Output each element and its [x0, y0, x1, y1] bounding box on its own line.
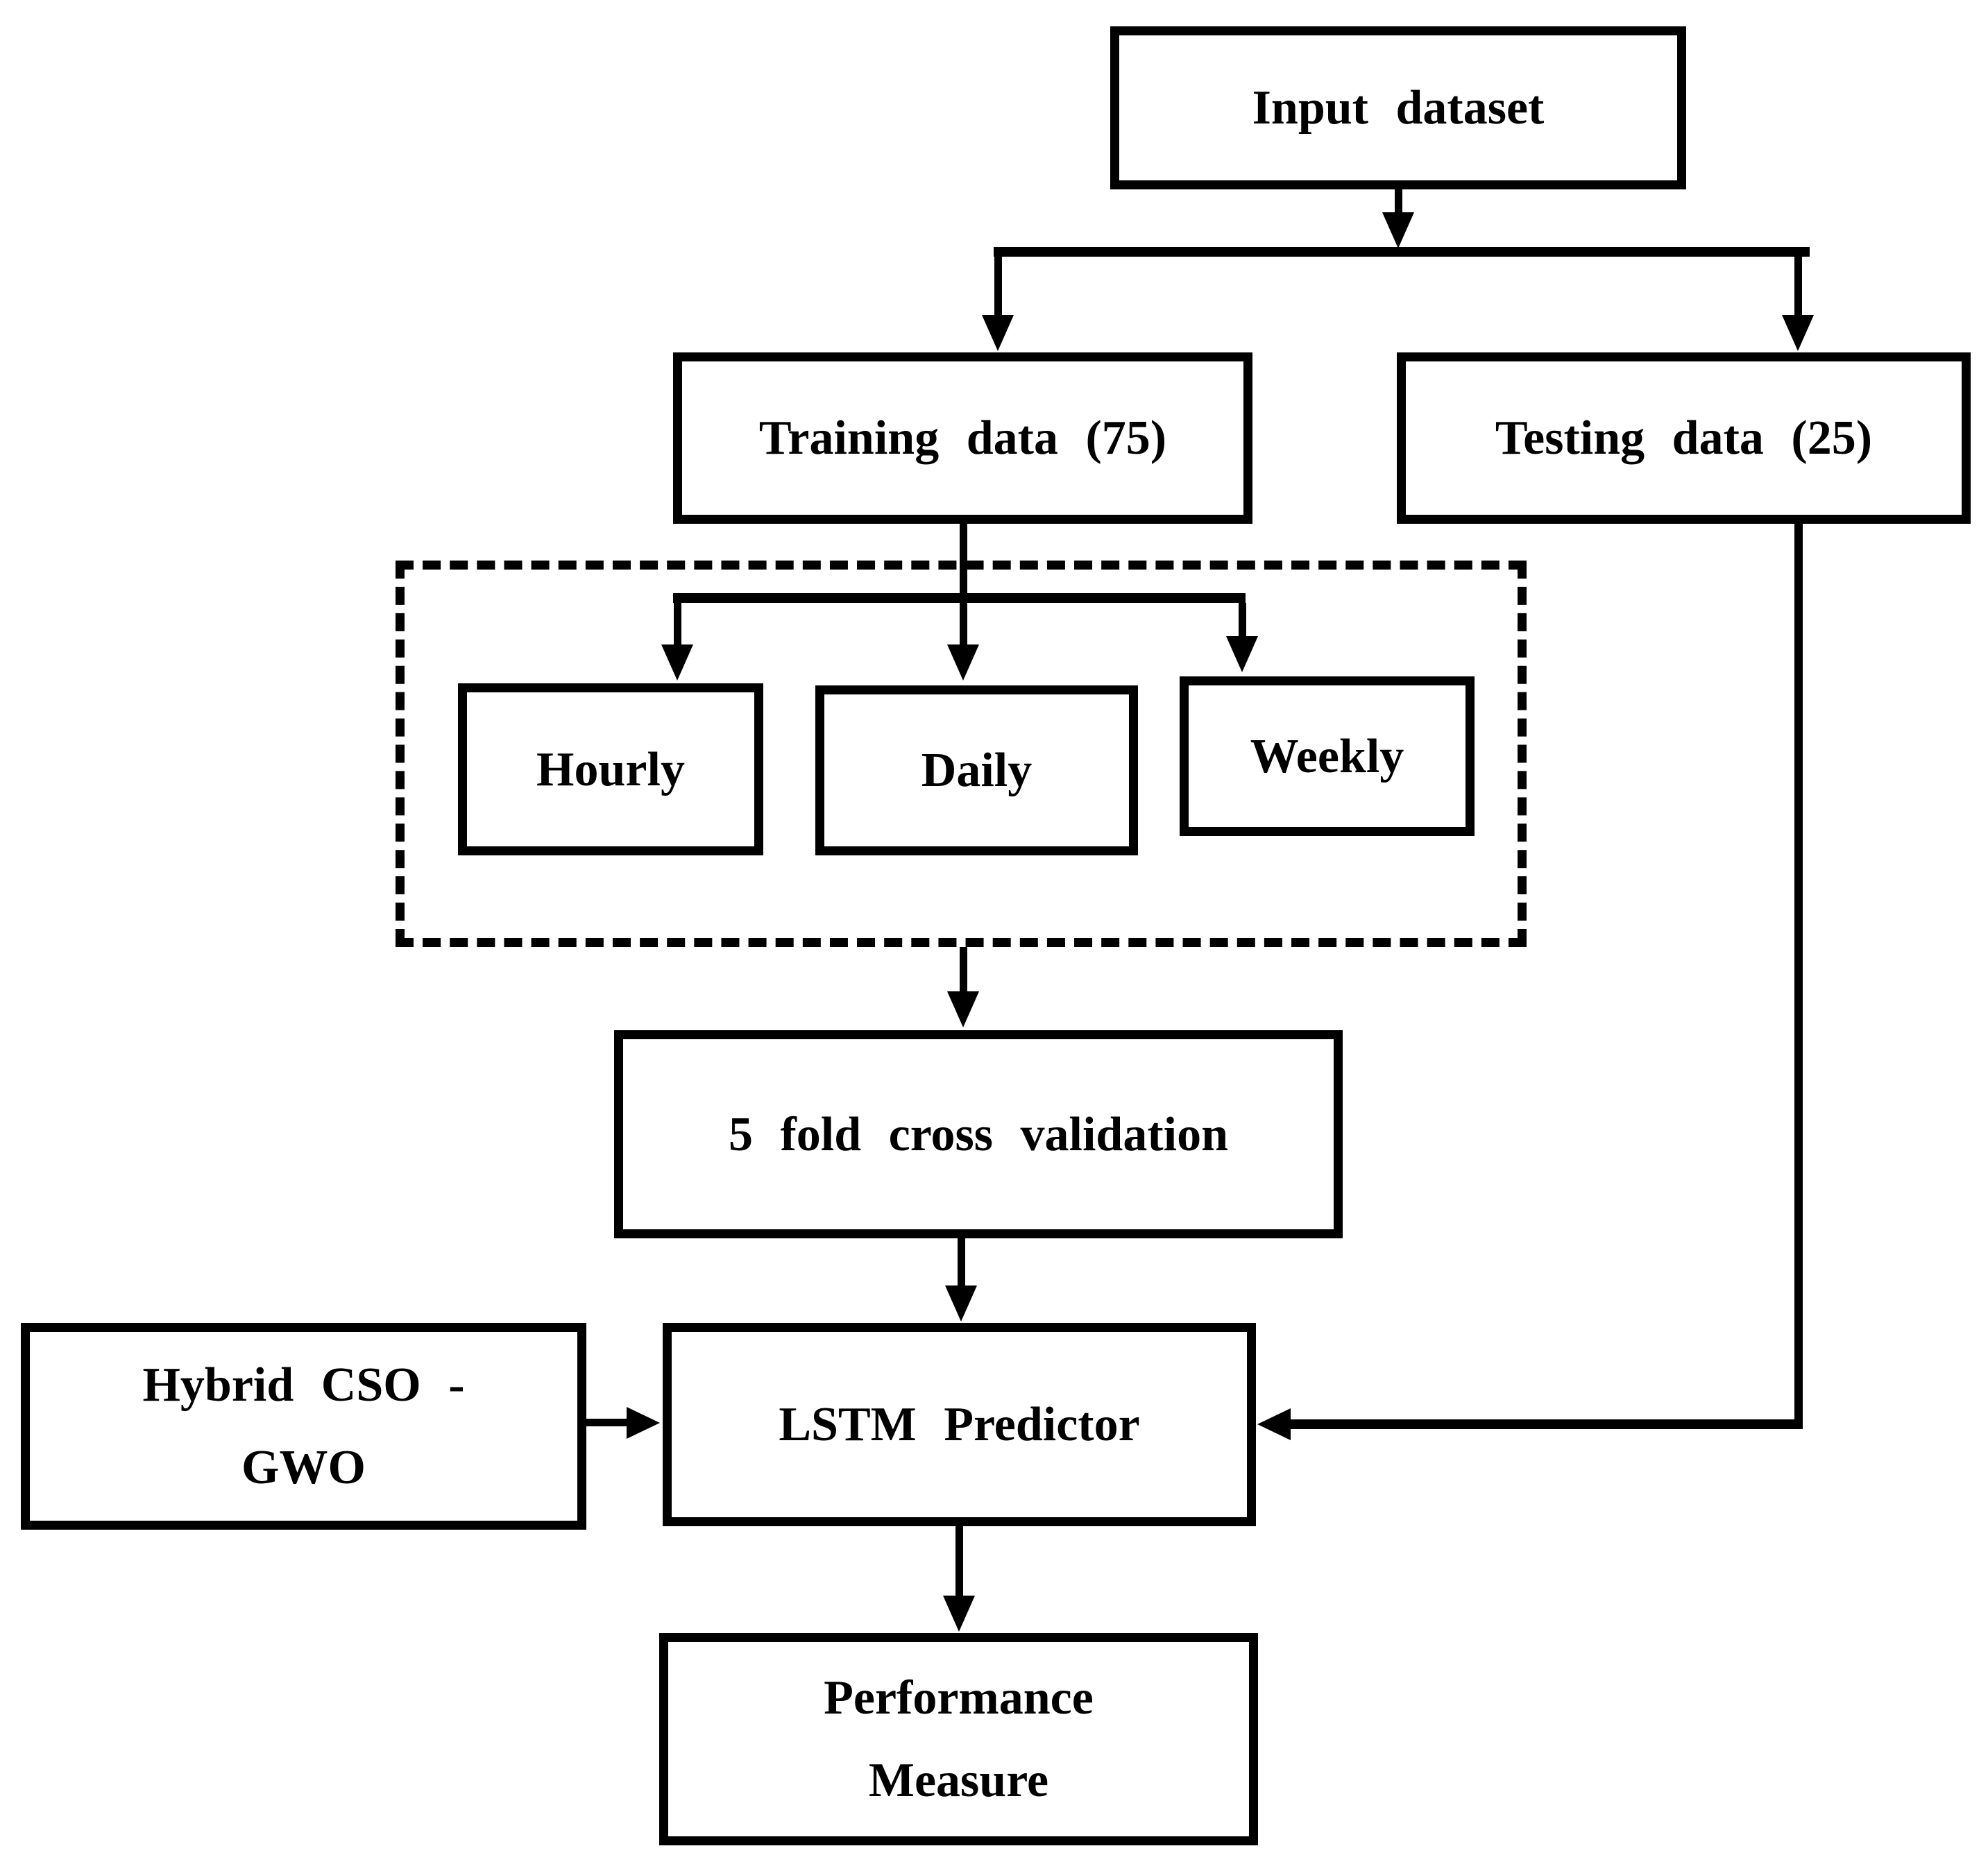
node-weekly: Weekly — [1180, 676, 1475, 836]
arrowhead-down-icon — [661, 644, 693, 681]
line-segment — [1291, 1419, 1803, 1429]
line-segment — [960, 947, 967, 994]
node-input-dataset-label: Input dataset — [1252, 81, 1545, 135]
arrowhead-down-icon — [947, 991, 979, 1027]
node-hourly-label: Hourly — [536, 742, 685, 796]
node-lstm-predictor-label: LSTM Predictor — [779, 1398, 1140, 1451]
arrowhead-down-icon — [947, 644, 979, 681]
node-hybrid-cso-gwo-label-line1: Hybrid CSO - — [142, 1358, 465, 1412]
line-segment — [1395, 189, 1402, 217]
line-segment — [1239, 603, 1246, 638]
node-testing-data-label: Testing data (25) — [1495, 411, 1873, 465]
arrowhead-left-icon — [1257, 1408, 1291, 1440]
granularity-dashed-group-box — [396, 561, 1527, 947]
node-cross-validation: 5 fold cross validation — [614, 1030, 1343, 1238]
arrowhead-right-icon — [627, 1407, 660, 1439]
split-bar-line — [673, 593, 1246, 603]
node-hybrid-cso-gwo-label-line2: GWO — [241, 1441, 366, 1494]
split-bar-line — [994, 247, 1810, 257]
line-segment — [674, 603, 681, 646]
node-performance-measure-label-line1: Performance — [824, 1671, 1094, 1725]
node-performance-measure: Performance Measure — [659, 1633, 1258, 1845]
node-training-data: Training data (75) — [673, 352, 1252, 524]
arrowhead-down-icon — [1226, 636, 1258, 672]
line-segment — [955, 1526, 963, 1599]
node-training-data-label: Training data (75) — [758, 411, 1167, 465]
arrowhead-down-icon — [943, 1596, 975, 1632]
line-segment — [586, 1419, 631, 1426]
node-daily-label: Daily — [921, 744, 1033, 797]
line-segment — [1794, 524, 1803, 1423]
line-segment — [960, 603, 967, 646]
arrowhead-down-icon — [945, 1286, 977, 1322]
line-segment — [1794, 257, 1802, 318]
line-segment — [958, 1238, 965, 1288]
line-segment — [960, 524, 967, 595]
arrowhead-down-icon — [1382, 212, 1414, 248]
node-lstm-predictor: LSTM Predictor — [663, 1323, 1256, 1526]
arrowhead-down-icon — [1782, 315, 1814, 351]
node-weekly-label: Weekly — [1250, 729, 1404, 783]
node-input-dataset: Input dataset — [1110, 26, 1686, 189]
arrowhead-down-icon — [982, 315, 1014, 351]
node-performance-measure-label-line2: Measure — [868, 1754, 1049, 1807]
node-hourly: Hourly — [458, 683, 763, 855]
node-daily: Daily — [815, 685, 1138, 855]
line-segment — [994, 257, 1002, 318]
node-hybrid-cso-gwo: Hybrid CSO - GWO — [21, 1323, 586, 1530]
node-cross-validation-label: 5 fold cross validation — [728, 1107, 1229, 1161]
node-testing-data: Testing data (25) — [1397, 352, 1971, 524]
